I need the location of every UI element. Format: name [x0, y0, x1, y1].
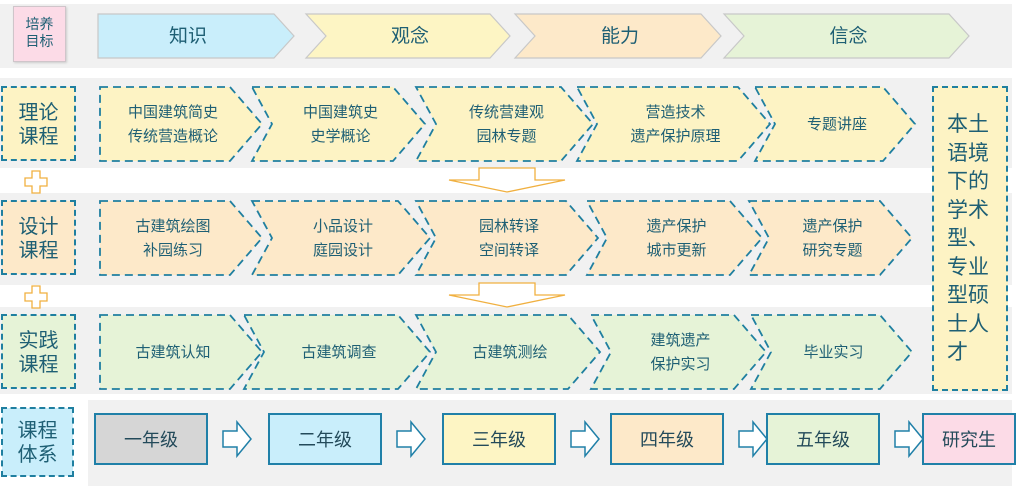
grade-box: 二年级: [268, 413, 382, 465]
theory-row-label: 理论 课程: [1, 86, 76, 161]
down-arrow-icon: [448, 282, 566, 308]
course-chevron: [589, 314, 768, 390]
grade-box: 研究生: [922, 413, 1016, 465]
curriculum-label-fill: [2, 408, 73, 476]
course-chevron: [414, 86, 595, 162]
down-arrow-icon: [448, 167, 566, 193]
course-chevron: [414, 200, 600, 276]
course-chevron: [250, 86, 427, 162]
course-chevron: [575, 86, 772, 162]
course-label: 园林转译 空间转译: [478, 217, 539, 259]
grade-box: 四年级: [610, 413, 724, 465]
row-label-fill: [2, 201, 75, 274]
goals-row-label: 培养 目标: [13, 6, 66, 62]
course-label: 古建筑测绘: [472, 343, 548, 361]
grade-box: 一年级: [94, 413, 208, 465]
right-arrow-icon: [570, 419, 600, 459]
goal-label: 能力: [600, 24, 639, 47]
course-chevron: [414, 314, 602, 390]
goal-label: 信念: [829, 24, 868, 47]
course-label: 专题讲座: [806, 115, 867, 133]
row-label-fill: [2, 87, 75, 160]
course-label: 中国建筑简史 传统营造概论: [127, 103, 218, 145]
goal-chevron: [97, 13, 295, 59]
course-label: 传统营建观 园林专题: [468, 103, 544, 145]
course-label: 遗产保护 城市更新: [646, 217, 707, 259]
row-label-fill: [2, 315, 75, 388]
course-chevron: [250, 200, 432, 276]
course-chevron: [585, 200, 764, 276]
course-label: 古建筑认知: [135, 343, 211, 361]
grade-box: 五年级: [766, 413, 880, 465]
goal-label: 观念: [390, 24, 429, 47]
course-chevron: [749, 314, 914, 390]
course-chevron: [99, 86, 264, 162]
course-chevron: [99, 200, 264, 276]
course-chevron: [99, 314, 264, 390]
course-label: 中国建筑史 史学概论: [302, 103, 378, 145]
grade-box: 三年级: [442, 413, 556, 465]
course-label: 小品设计 庭园设计: [312, 217, 373, 259]
course-label: 古建筑调查: [301, 343, 377, 361]
right-arrow-icon: [894, 419, 924, 459]
right-arrow-icon: [396, 419, 426, 459]
goal-label: 知识: [168, 24, 207, 47]
outcome-text: 本土语境下的学术型、专业型硕士人才: [947, 112, 989, 365]
course-label: 毕业实习: [803, 343, 864, 361]
goal-chevron: [513, 13, 722, 59]
course-chevron: [747, 200, 914, 276]
course-label: 建筑遗产 保护实习: [650, 331, 711, 373]
plus-icon: [24, 170, 48, 194]
plus-icon: [24, 285, 48, 309]
curriculum-row-label: 课程 体系: [1, 407, 74, 477]
design-row-label: 设计 课程: [1, 200, 76, 275]
course-chevron: [753, 86, 917, 162]
practice-row-label: 实践 课程: [1, 314, 76, 389]
course-chevron: [242, 314, 432, 390]
course-label: 营造技术 遗产保护原理: [630, 103, 721, 145]
outcome-box: 本土语境下的学术型、专业型硕士人才: [932, 86, 1008, 391]
course-label: 古建筑绘图 补园练习: [135, 217, 211, 259]
right-arrow-icon: [738, 419, 768, 459]
goal-chevron: [722, 13, 970, 59]
course-label: 遗产保护 研究专题: [802, 217, 863, 259]
right-arrow-icon: [222, 419, 252, 459]
goal-chevron: [304, 13, 511, 59]
